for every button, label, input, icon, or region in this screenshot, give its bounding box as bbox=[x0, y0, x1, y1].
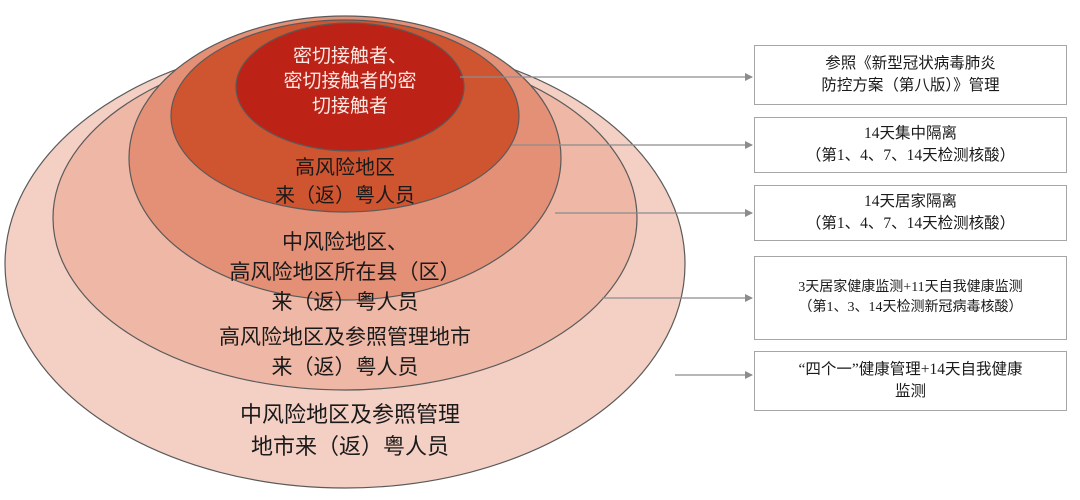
measure-box-5: “四个一”健康管理+14天自我健康 监测 bbox=[754, 351, 1067, 411]
measure-line: 14天集中隔离 bbox=[863, 125, 957, 142]
ring-label-high-risk: 高风险地区 来（返）粤人员 bbox=[215, 153, 475, 209]
measure-box-4: 3天居家健康监测+11天自我健康监测 （第1、3、14天检测新冠病毒核酸） bbox=[754, 256, 1067, 340]
measure-box-3: 14天居家隔离 （第1、4、7、14天检测核酸） bbox=[754, 185, 1067, 241]
ring-label-high-risk-city: 高风险地区及参照管理地市 来（返）粤人员 bbox=[180, 322, 510, 382]
measure-box-2: 14天集中隔离 （第1、4、7、14天检测核酸） bbox=[754, 117, 1067, 173]
measure-line: 14天居家隔离 bbox=[863, 193, 957, 210]
measure-line: 参照《新型冠状病毒肺炎 bbox=[825, 55, 996, 72]
ring-label-line: 切接触者 bbox=[311, 95, 388, 117]
ring-label-line: 高风险地区所在县（区） bbox=[229, 260, 461, 284]
ring-label-line: 高风险地区 bbox=[295, 155, 395, 179]
measure-box-1: 参照《新型冠状病毒肺炎 防控方案（第八版）》管理 bbox=[754, 45, 1067, 105]
ring-label-line: 中风险地区及参照管理 bbox=[239, 403, 460, 428]
ring-label-line: 密切接触者的密 bbox=[283, 70, 417, 92]
ring-innermost bbox=[235, 22, 465, 152]
measure-line: （第1、4、7、14天检测核酸） bbox=[805, 215, 1016, 232]
measure-line: 监测 bbox=[894, 383, 926, 400]
ring-label-line: 密切接触者、 bbox=[292, 45, 407, 67]
measure-line: 3天居家健康监测+11天自我健康监测 bbox=[798, 280, 1023, 295]
ring-label-line: 来（返）粤人员 bbox=[271, 355, 419, 379]
measure-line: （第1、4、7、14天检测核酸） bbox=[805, 147, 1016, 164]
ring-label-line: 来（返）粤人员 bbox=[271, 290, 419, 314]
measure-line: 防控方案（第八版）》管理 bbox=[821, 77, 1000, 94]
ring-label-line: 来（返）粤人员 bbox=[275, 183, 415, 207]
ring-label-line: 中风险地区、 bbox=[282, 230, 408, 254]
ring-label-medium-risk-city: 中风险地区及参照管理 地市来（返）粤人员 bbox=[200, 400, 500, 464]
ring-label-medium-risk-county: 中风险地区、 高风险地区所在县（区） 来（返）粤人员 bbox=[190, 227, 500, 317]
measure-line: “四个一”健康管理+14天自我健康 bbox=[798, 361, 1023, 378]
ring-label-line: 地市来（返）粤人员 bbox=[250, 435, 449, 460]
ring-label-innermost: 密切接触者、 密切接触者的密 切接触者 bbox=[250, 44, 450, 119]
ring-label-line: 高风险地区及参照管理地市 bbox=[219, 325, 471, 349]
measure-line: （第1、3、14天检测新冠病毒核酸） bbox=[798, 300, 1023, 315]
